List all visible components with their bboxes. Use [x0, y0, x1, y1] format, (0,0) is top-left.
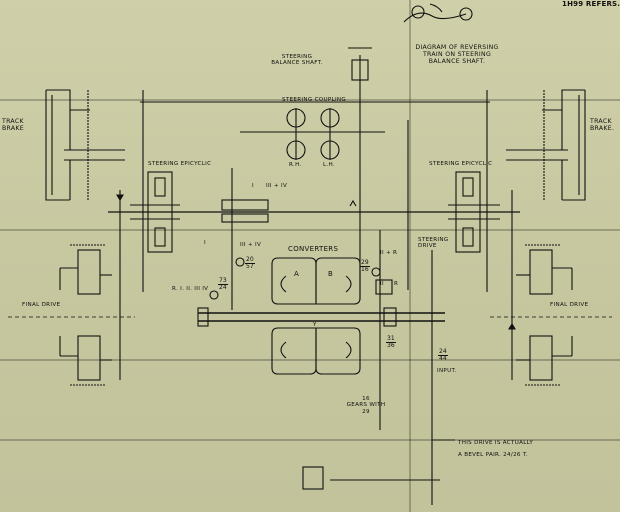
ratio-denominator: 44: [439, 355, 447, 362]
bevel-note-line2: A BEVEL PAIR. 24/26 T.: [458, 452, 528, 459]
rh-label: R.H.: [289, 162, 302, 168]
input-label: INPUT.: [437, 368, 457, 374]
bevel-note: THIS DRIVE IS ACTUALLY A BEVEL PAIR. 24/…: [458, 440, 533, 459]
ratio-numerator: 20: [245, 256, 255, 264]
gear-r123iv-label: R. I. II. III IV: [172, 286, 209, 292]
steering-balance-shaft-line1: STEERING: [281, 54, 313, 60]
ratio-24-44: 24 44: [438, 349, 448, 362]
arrow-up-center: [349, 199, 357, 207]
steering-epicyclic-right-label: STEERING EPICYCLIC: [429, 161, 493, 167]
steering-balance-shaft-line2: BALANCE SHAFT.: [271, 60, 323, 67]
steering-epicyclic-right: [448, 171, 500, 253]
gear-y-label: Y: [313, 322, 317, 328]
gear-r-label: R: [394, 281, 399, 287]
gear-i-mid-label: I: [204, 240, 206, 246]
steering-drive-label: STEERING DRIVE: [418, 237, 449, 250]
ratio-denominator: 36: [387, 342, 395, 349]
track-brake-right-label: TRACK BRAKE.: [590, 118, 614, 132]
track-brake-left-line2: BRAKE: [2, 125, 24, 133]
gear-ii-label: II: [380, 281, 384, 287]
reversing-train-sketch: [403, 3, 473, 23]
ratio-73-24: 73 24: [218, 278, 228, 291]
gears-with-line1: 16: [362, 396, 370, 402]
steering-coupling: [286, 108, 340, 160]
gear-i-top-label: I: [252, 183, 254, 189]
arrow-left-drive: [116, 194, 124, 202]
ratio-31-36: 31 36: [386, 336, 396, 349]
final-drive-left-label: FINAL DRIVE: [22, 302, 61, 308]
balance-shaft-box: [348, 47, 372, 81]
final-drive-right: [516, 244, 573, 386]
reversing-caption: DIAGRAM OF REVERSING TRAIN ON STEERING B…: [402, 44, 512, 65]
gear-iii-iv-mid-label: III + IV: [240, 242, 262, 248]
ratio-numerator: 24: [438, 348, 448, 356]
ratio-numerator: 73: [218, 277, 228, 285]
track-brake-right-line1: TRACK: [590, 118, 612, 125]
steering-epicyclic-left-label: STEERING EPICYCLIC: [148, 161, 212, 167]
ratio-denominator: 57: [246, 263, 254, 270]
track-brake-right-line2: BRAKE.: [590, 125, 615, 133]
reversing-caption-line: DIAGRAM OF REVERSING: [415, 44, 499, 51]
steering-coupling-label: STEERING COUPLING: [282, 97, 347, 103]
converter-b-label: B: [328, 270, 334, 278]
reversing-caption-line: TRAIN ON STEERING: [422, 51, 492, 59]
ratio-numerator: 31: [386, 335, 396, 343]
track-brake-left-line1: TRACK: [2, 118, 24, 125]
gears-with-line3: 29: [362, 408, 370, 415]
converter-a-label: A: [294, 270, 300, 278]
gear-iii-iv-top-label: III + IV: [266, 183, 288, 189]
track-brake-left-label: TRACK BRAKE: [2, 118, 24, 132]
track-brake-right: [506, 89, 586, 201]
converters: [271, 257, 361, 375]
bevel-note-line1: THIS DRIVE IS ACTUALLY: [458, 440, 534, 446]
steering-drive-line2: DRIVE: [418, 243, 437, 250]
ratio-denominator: 16: [361, 266, 369, 273]
gears-with-label: 16 GEARS WITH 29: [336, 396, 396, 415]
steering-balance-shaft-label: STEERING BALANCE SHAFT.: [262, 54, 332, 67]
ratio-numerator: 29: [360, 259, 370, 267]
input-box: [302, 466, 324, 490]
lh-label: L.H.: [323, 162, 335, 168]
gears-with-line2: GEARS WITH: [346, 402, 386, 409]
converters-label: CONVERTERS: [288, 245, 339, 253]
reversing-caption-line: BALANCE SHAFT.: [428, 58, 486, 66]
track-brake-left: [45, 89, 125, 201]
steering-drive-line1: STEERING: [418, 237, 449, 243]
steering-epicyclic-left: [130, 171, 180, 253]
ratio-20-57: 20 57: [245, 257, 255, 270]
final-drive-right-label: FINAL DRIVE: [550, 302, 589, 308]
ratio-29-16: 29 16: [360, 260, 370, 273]
gearbox-blocks: [197, 199, 397, 327]
ratio-denominator: 24: [219, 284, 227, 291]
final-drive-left: [59, 244, 112, 386]
gear-ii-r-label: II + R: [380, 250, 398, 256]
gear-circles: [209, 257, 381, 300]
arrow-right-drive: [508, 322, 516, 330]
corner-reference: 1H99 REFERS.: [562, 0, 620, 8]
